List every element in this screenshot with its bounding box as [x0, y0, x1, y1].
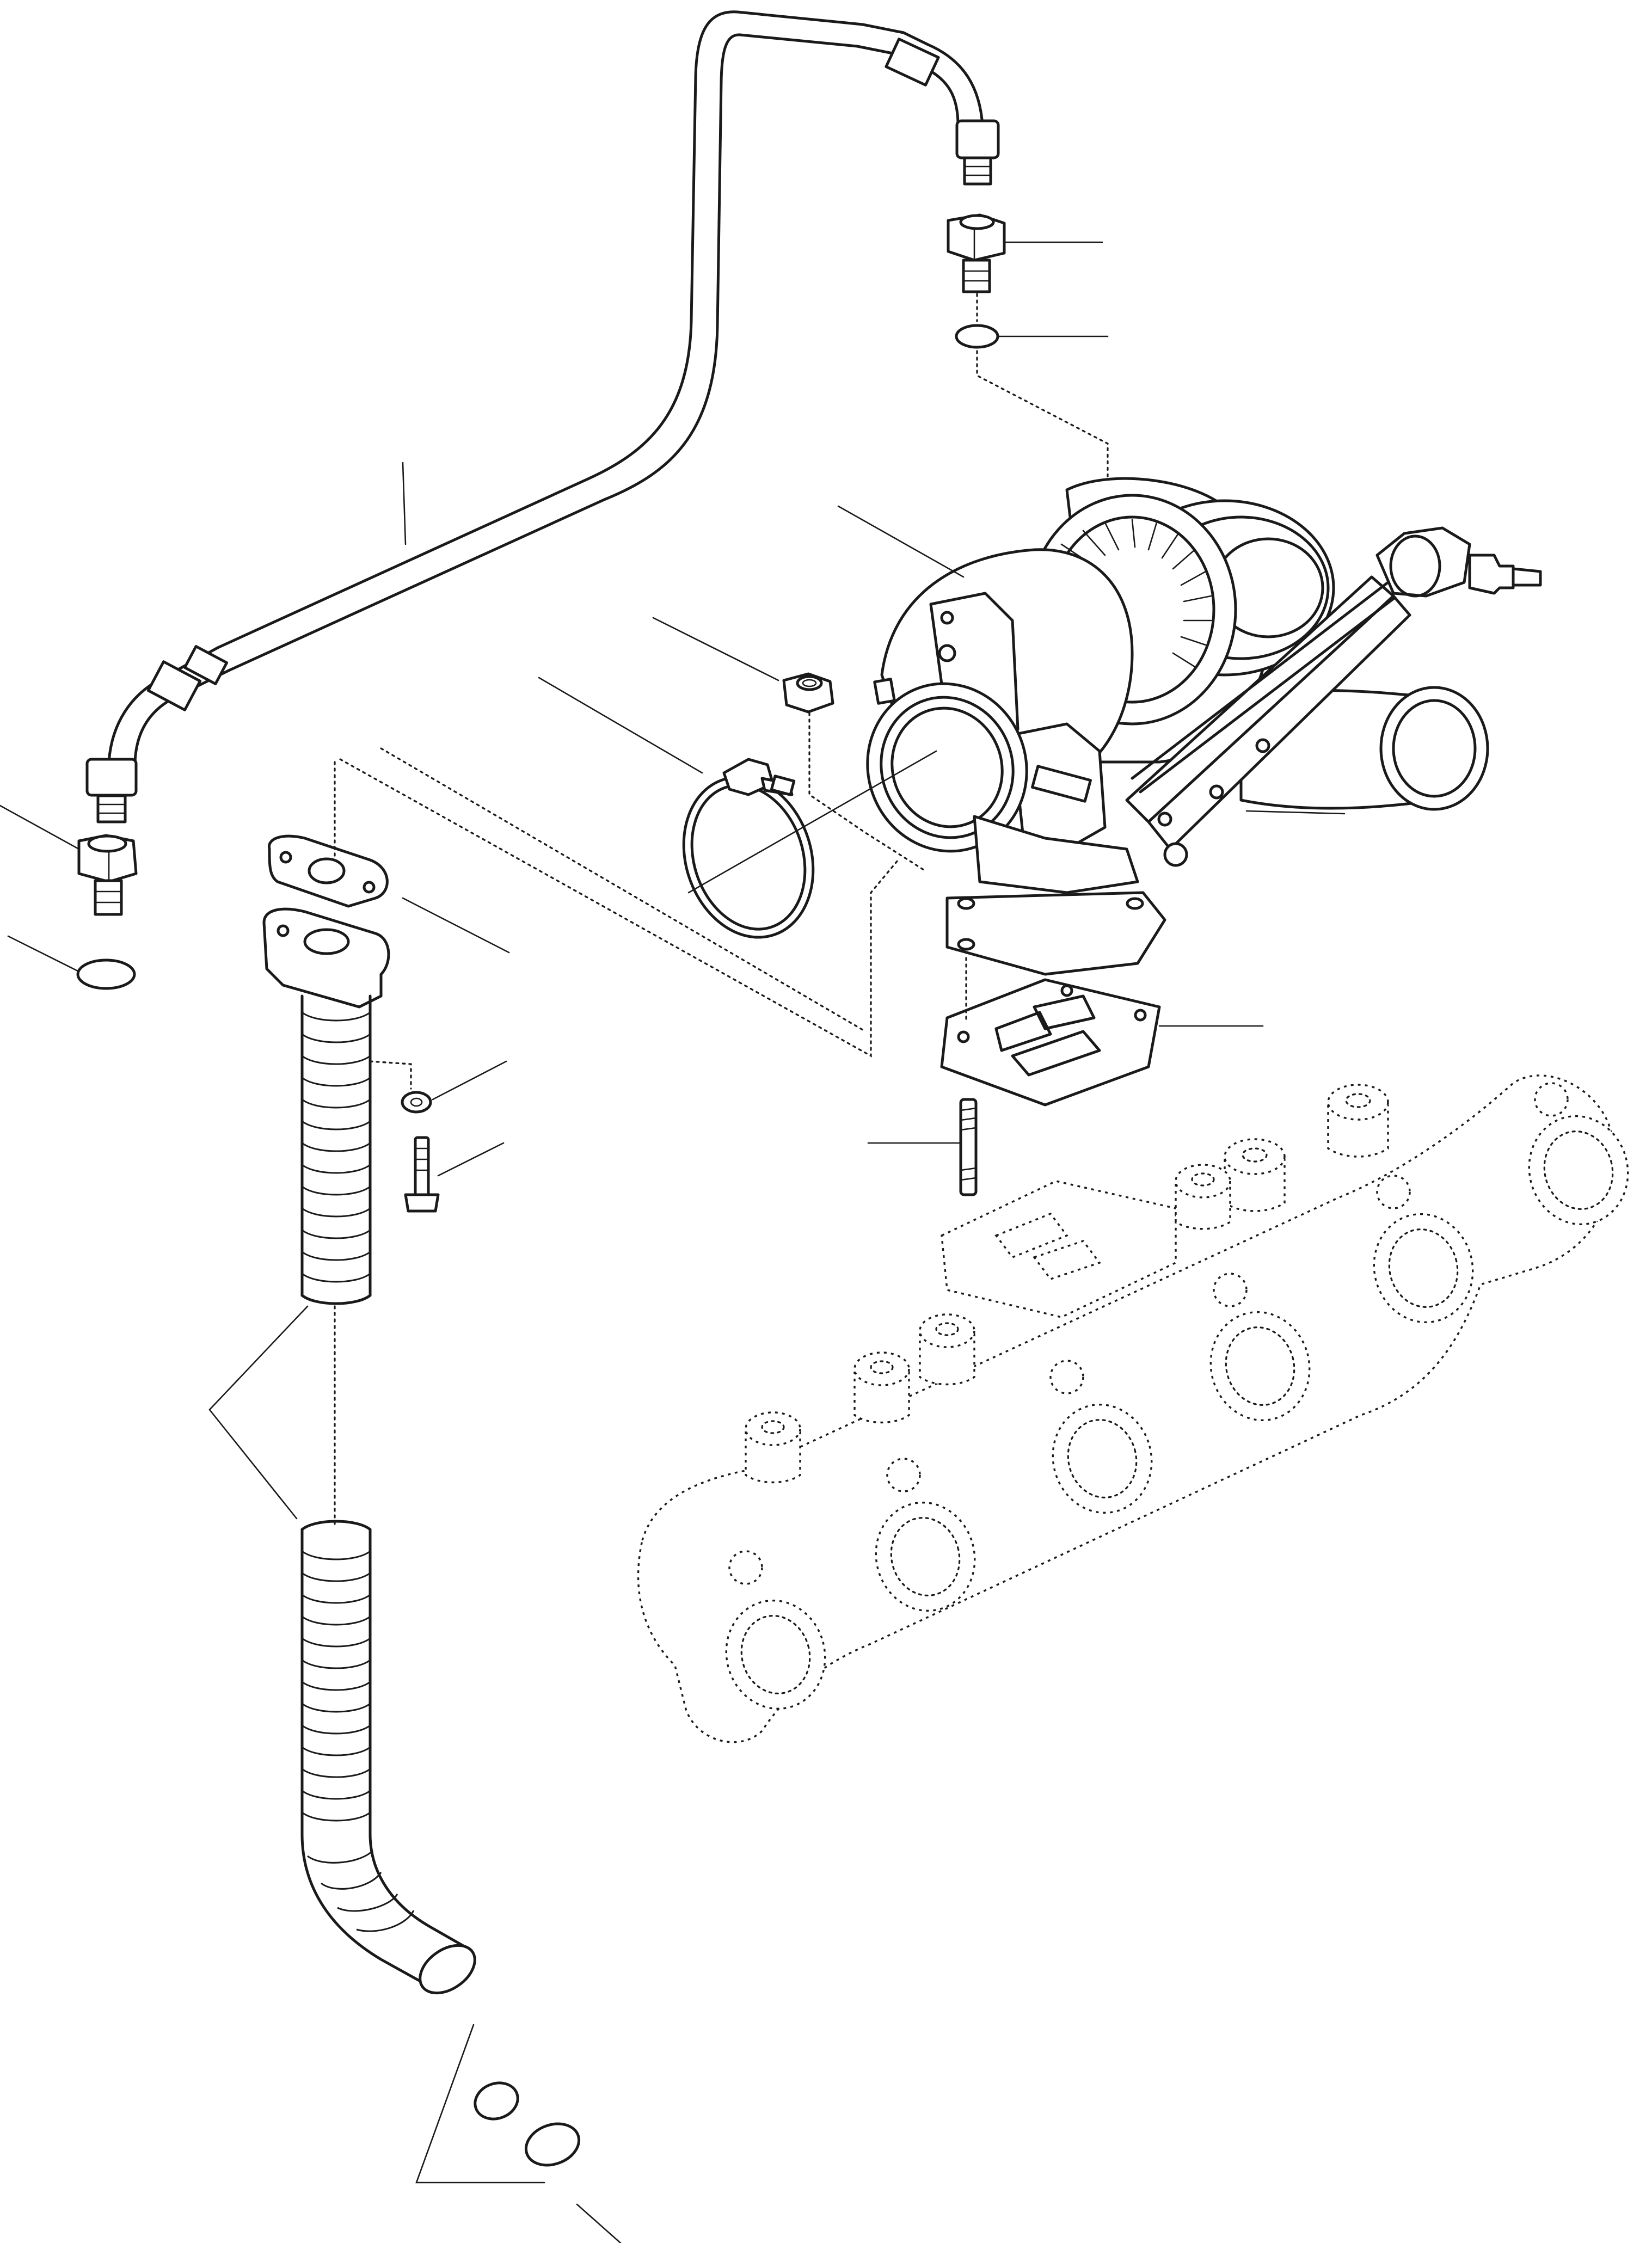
hex-nut[interactable]	[782, 672, 834, 714]
oil-return-hose[interactable]	[300, 994, 484, 2003]
turbo-gasket[interactable]	[940, 978, 1161, 1107]
leader-line	[652, 617, 779, 681]
leader-line	[687, 750, 937, 894]
assembly-line	[808, 712, 926, 872]
oil-return-flange[interactable]	[262, 907, 390, 1009]
leader-line	[437, 1142, 505, 1177]
upper-sealing-ring[interactable]	[955, 324, 999, 349]
assembly-line	[339, 758, 899, 1058]
leader-line	[208, 1305, 309, 1520]
leader-line	[7, 935, 80, 973]
leader-line	[0, 804, 80, 850]
assembly-line	[369, 1060, 412, 1090]
upper-adapter[interactable]	[947, 213, 1006, 293]
leader-line	[402, 462, 407, 545]
leader-line	[576, 2203, 622, 2243]
leader-line	[538, 677, 703, 774]
oil-feed-pipe[interactable]	[85, 10, 1000, 824]
leader-line	[837, 505, 965, 578]
leader-line	[1245, 810, 1346, 815]
turbocharger[interactable]	[844, 477, 1542, 976]
leader-line	[415, 2024, 545, 2184]
assembly-line	[380, 747, 867, 1033]
lower-adapter[interactable]	[77, 834, 138, 916]
hose-clips[interactable]	[470, 2077, 585, 2172]
lower-sealing-ring[interactable]	[76, 958, 136, 990]
stud[interactable]	[959, 1098, 978, 1196]
leader-line	[402, 897, 510, 954]
exhaust-manifold	[637, 1074, 1629, 1743]
v-band-clamp[interactable]	[664, 758, 833, 954]
assembly-line	[976, 350, 1109, 578]
bolt[interactable]	[404, 1136, 440, 1213]
washer[interactable]	[401, 1091, 432, 1114]
leader-line	[432, 1060, 507, 1101]
oil-return-gasket[interactable]	[268, 834, 389, 908]
